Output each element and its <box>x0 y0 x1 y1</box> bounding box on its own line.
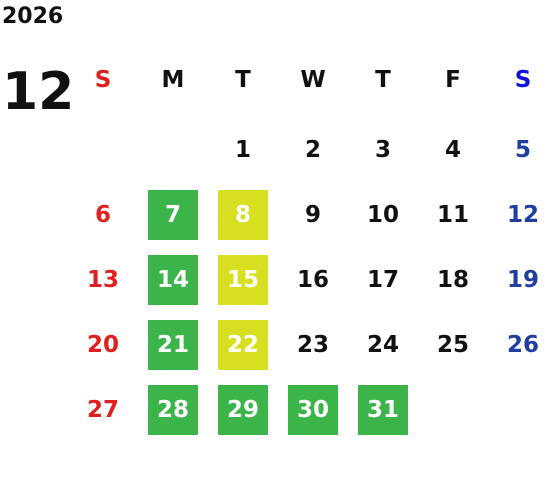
day-cell-1[interactable]: 1 <box>234 137 251 163</box>
day-cell-18[interactable]: 18 <box>436 267 469 293</box>
year-label: 2026 <box>2 4 64 29</box>
day-cell-28[interactable]: 28 <box>148 385 198 435</box>
weekday-header-wed: W <box>300 67 326 93</box>
weekday-header-thu: T <box>375 67 391 93</box>
day-cell-2[interactable]: 2 <box>304 137 321 163</box>
day-cell-10[interactable]: 10 <box>366 202 399 228</box>
day-cell-14[interactable]: 14 <box>148 255 198 305</box>
day-cell-12[interactable]: 12 <box>506 202 539 228</box>
day-cell-24[interactable]: 24 <box>366 332 399 358</box>
day-cell-4[interactable]: 4 <box>444 137 461 163</box>
day-cell-20[interactable]: 20 <box>86 332 119 358</box>
day-cell-8[interactable]: 8 <box>218 190 268 240</box>
weekday-header-sat: S <box>514 67 532 93</box>
day-cell-17[interactable]: 17 <box>366 267 399 293</box>
day-cell-5[interactable]: 5 <box>514 137 531 163</box>
day-cell-26[interactable]: 26 <box>506 332 539 358</box>
weekday-header-tue: T <box>235 67 251 93</box>
day-cell-13[interactable]: 13 <box>86 267 119 293</box>
day-cell-6[interactable]: 6 <box>94 202 111 228</box>
month-number: 12 <box>2 62 75 122</box>
day-cell-22[interactable]: 22 <box>218 320 268 370</box>
day-cell-21[interactable]: 21 <box>148 320 198 370</box>
day-cell-7[interactable]: 7 <box>148 190 198 240</box>
day-cell-29[interactable]: 29 <box>218 385 268 435</box>
day-cell-23[interactable]: 23 <box>296 332 329 358</box>
day-cell-15[interactable]: 15 <box>218 255 268 305</box>
day-cell-31[interactable]: 31 <box>358 385 408 435</box>
day-cell-16[interactable]: 16 <box>296 267 329 293</box>
day-cell-11[interactable]: 11 <box>436 202 469 228</box>
day-cell-27[interactable]: 27 <box>86 397 119 423</box>
weekday-header-fri: F <box>445 67 461 93</box>
day-cell-25[interactable]: 25 <box>436 332 469 358</box>
day-cell-19[interactable]: 19 <box>506 267 539 293</box>
day-cell-9[interactable]: 9 <box>304 202 321 228</box>
day-cell-30[interactable]: 30 <box>288 385 338 435</box>
weekday-header-sun: S <box>94 67 112 93</box>
day-cell-3[interactable]: 3 <box>374 137 391 163</box>
weekday-header-mon: M <box>161 67 185 93</box>
